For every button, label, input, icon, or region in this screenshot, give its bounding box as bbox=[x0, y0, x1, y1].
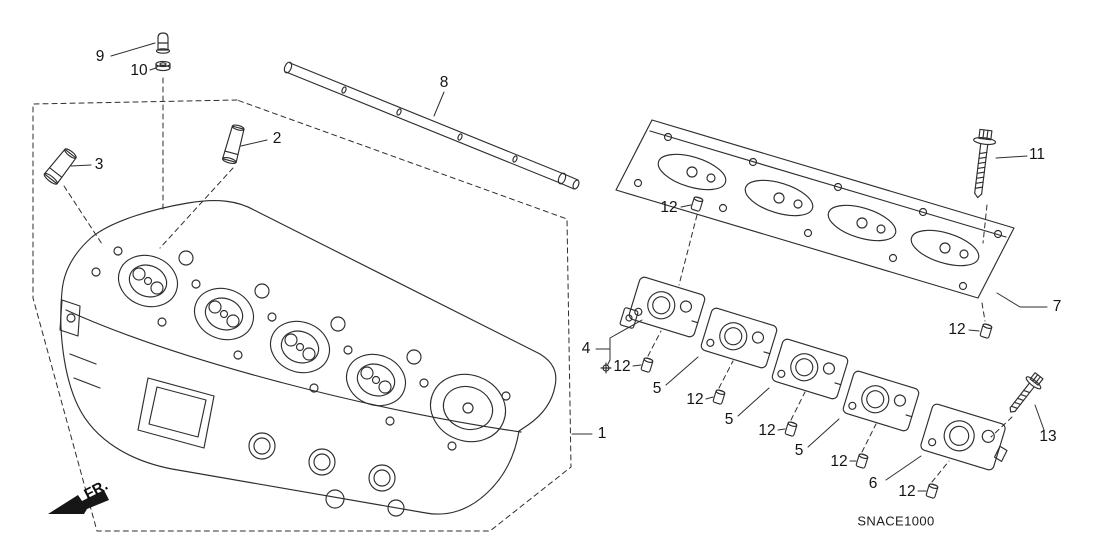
valve-guide-intake bbox=[222, 124, 245, 165]
callout-part-10: 10 bbox=[130, 62, 148, 79]
callout-part-12: 12 bbox=[660, 199, 678, 216]
rocker-assembly-6 bbox=[920, 403, 1008, 471]
rocker-shaft bbox=[283, 61, 580, 190]
callout-part-12: 12 bbox=[613, 358, 631, 375]
callout-part-12: 12 bbox=[898, 483, 916, 500]
callout-part-5: 5 bbox=[794, 442, 804, 459]
callout-part-8: 8 bbox=[439, 74, 449, 91]
rocker-adjusting-screw bbox=[600, 362, 612, 374]
flange-bolt-11 bbox=[973, 128, 997, 199]
valve-guide-exhaust bbox=[43, 148, 77, 185]
nut bbox=[155, 60, 171, 72]
callout-part-4: 4 bbox=[581, 340, 591, 357]
rocker-assembly-5b bbox=[771, 338, 849, 400]
fr-arrow-icon bbox=[48, 490, 109, 514]
rocker-assembly-5c bbox=[842, 370, 920, 432]
cam-holder-plate bbox=[615, 119, 1015, 299]
pin-12-group bbox=[640, 196, 993, 499]
callout-part-1: 1 bbox=[597, 425, 607, 442]
rocker-assembly-5a bbox=[700, 307, 778, 369]
callout-part-11: 11 bbox=[1028, 146, 1046, 163]
callout-part-2: 2 bbox=[272, 130, 282, 147]
callout-part-12: 12 bbox=[758, 422, 776, 439]
flange-bolt-13 bbox=[1009, 372, 1044, 413]
rocker-assembly-4-bracket bbox=[619, 307, 639, 329]
callout-part-12: 12 bbox=[686, 391, 704, 408]
callout-part-13: 13 bbox=[1039, 428, 1057, 445]
callout-part-6: 6 bbox=[868, 475, 878, 492]
callout-part-12: 12 bbox=[948, 321, 966, 338]
phantom-outline bbox=[32, 77, 1013, 532]
callout-part-5: 5 bbox=[724, 411, 734, 428]
cylinder-head bbox=[59, 200, 557, 517]
stud bbox=[155, 32, 171, 54]
callout-part-9: 9 bbox=[95, 48, 105, 65]
callout-part-3: 3 bbox=[94, 156, 104, 173]
diagram-code: SNACE1000 bbox=[857, 513, 935, 529]
rocker-assembly-4 bbox=[628, 276, 706, 338]
callout-part-7: 7 bbox=[1052, 298, 1062, 315]
leader-lines bbox=[70, 42, 1048, 492]
callout-part-12: 12 bbox=[830, 453, 848, 470]
callout-part-5: 5 bbox=[652, 380, 662, 397]
